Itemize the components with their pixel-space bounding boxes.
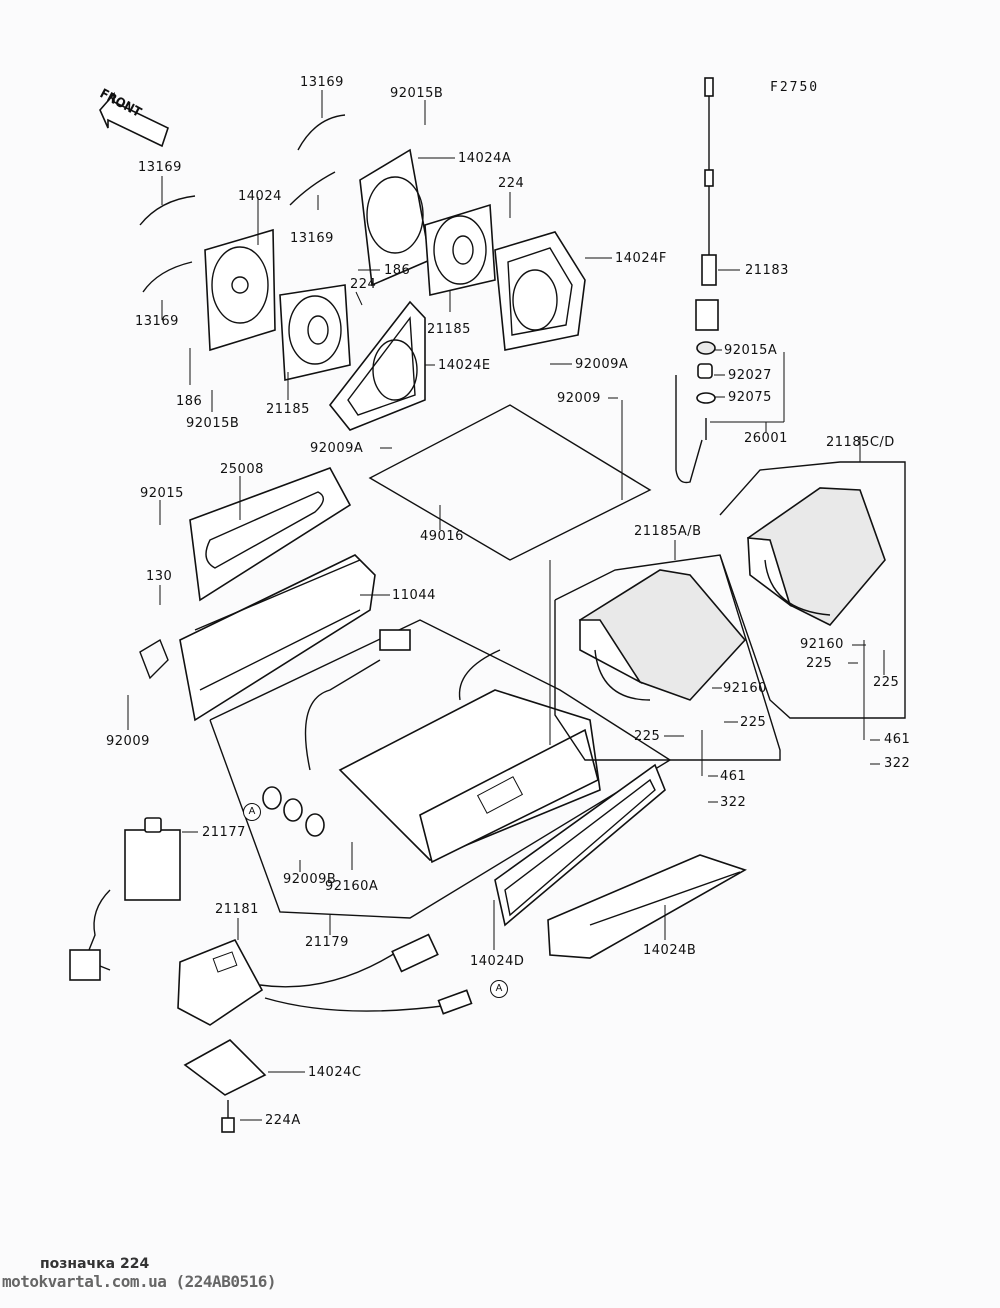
callout-92160: 92160	[800, 637, 844, 652]
panel-49016	[368, 404, 652, 561]
callout-224: 224	[350, 277, 377, 292]
mounting-bracket-11044	[139, 554, 376, 722]
callout-14024: 14024	[238, 189, 282, 204]
amplifier-21181	[177, 933, 473, 1026]
bracket-13169-lower	[142, 261, 193, 293]
callout-186: 186	[176, 394, 203, 409]
radio-unit	[262, 629, 601, 864]
callout-21181: 21181	[215, 902, 259, 917]
callout-14024E: 14024E	[438, 358, 491, 373]
callout-14024B: 14024B	[643, 943, 697, 958]
mounting-bracket-25008	[189, 467, 352, 602]
callout-92160: 92160	[723, 681, 767, 696]
antenna-hardware	[675, 341, 716, 484]
callout-92009A: 92009A	[575, 357, 629, 372]
bracket-13169-mid	[289, 171, 336, 206]
speaker-21185-right	[424, 203, 496, 296]
callout-14024C: 14024C	[308, 1065, 362, 1080]
callout-49016: 49016	[420, 529, 464, 544]
callout-25008: 25008	[220, 462, 264, 477]
callout-322: 322	[720, 795, 747, 810]
callout-92009: 92009	[106, 734, 150, 749]
callout-13169: 13169	[300, 75, 344, 90]
callout-21183: 21183	[745, 263, 789, 278]
callout-92015A: 92015A	[724, 343, 778, 358]
antenna-21183	[695, 77, 719, 331]
callout-21177: 21177	[202, 825, 246, 840]
trim-14024D	[494, 763, 666, 927]
bracket-13169-top	[297, 114, 346, 151]
callout-21185: 21185	[427, 322, 471, 337]
bezel-14024B	[547, 854, 747, 959]
watermark-line-1: позначка 224	[40, 1256, 150, 1272]
speaker-bracket-14024	[204, 228, 276, 352]
speaker-grille-14024F	[494, 231, 586, 351]
callout-92015: 92015	[140, 486, 184, 501]
front-arrow-icon	[99, 91, 169, 148]
callout-21185CD: 21185C/D	[826, 435, 895, 450]
connector-marker-a: A	[243, 803, 261, 821]
callout-21179: 21179	[305, 935, 349, 950]
callout-13169: 13169	[138, 160, 182, 175]
leader-lines	[127, 90, 885, 1121]
callout-92009A: 92009A	[310, 441, 364, 456]
callout-11044: 11044	[392, 588, 436, 603]
callout-92009: 92009	[557, 391, 601, 406]
callout-186: 186	[384, 263, 411, 278]
callout-14024A: 14024A	[458, 151, 512, 166]
speaker-grille-14024E	[328, 300, 426, 431]
callout-14024D: 14024D	[470, 954, 525, 969]
callout-92160A: 92160A	[325, 879, 379, 894]
callout-21185AB: 21185A/B	[634, 524, 702, 539]
callout-13169: 13169	[135, 314, 179, 329]
callout-13169: 13169	[290, 231, 334, 246]
speaker-bracket-14024A	[359, 148, 431, 287]
callout-224A: 224A	[265, 1113, 301, 1128]
callout-461: 461	[720, 769, 747, 784]
speaker-cover-21185CD	[719, 461, 906, 719]
bracket-13169-left	[139, 195, 196, 226]
callout-26001: 26001	[744, 431, 788, 446]
callout-130: 130	[146, 569, 173, 584]
callout-92015B: 92015B	[186, 416, 240, 431]
callout-322: 322	[884, 756, 911, 771]
callout-92027: 92027	[728, 368, 772, 383]
callout-224: 224	[498, 176, 525, 191]
callout-21185: 21185	[266, 402, 310, 417]
callout-14024F: 14024F	[615, 251, 667, 266]
callout-92009B: 92009B	[283, 872, 337, 887]
watermark-line-2: motokvartal.com.ua (224AB0516)	[2, 1272, 276, 1291]
switch-21177	[69, 817, 181, 981]
amp-cover-14024C	[183, 1039, 267, 1133]
speaker-cover-21185AB	[554, 554, 781, 761]
callout-225: 225	[806, 656, 833, 671]
connector-marker-a: A	[490, 980, 508, 998]
callout-225: 225	[740, 715, 767, 730]
figure-code: F2750	[770, 80, 820, 95]
callout-461: 461	[884, 732, 911, 747]
speaker-21185-left	[279, 284, 351, 381]
callout-225: 225	[873, 675, 900, 690]
callout-92075: 92075	[728, 390, 772, 405]
callout-92015B: 92015B	[390, 86, 444, 101]
callout-225: 225	[634, 729, 661, 744]
